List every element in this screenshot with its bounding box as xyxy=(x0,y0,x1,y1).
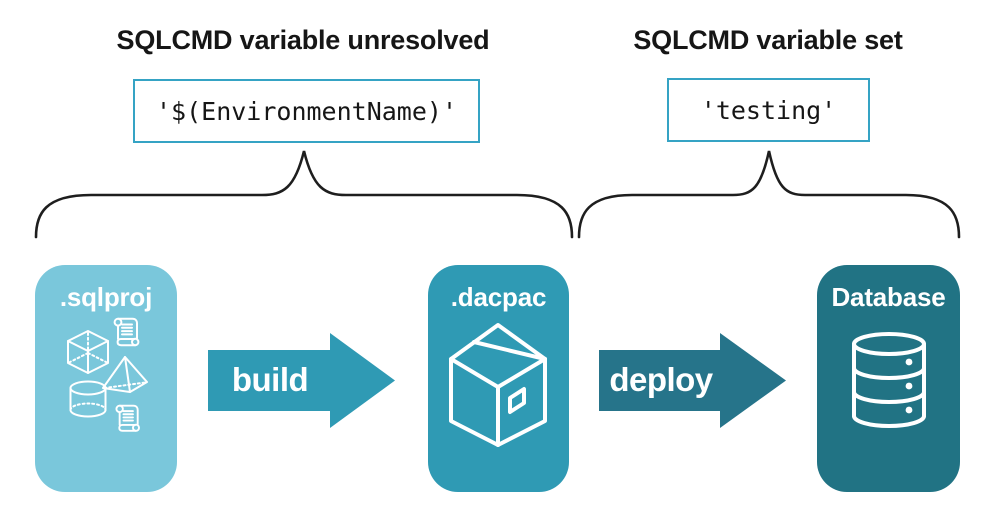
stage-database-label: Database xyxy=(831,282,946,312)
pyramid-icon xyxy=(102,356,148,393)
cylinder-icon xyxy=(69,380,107,418)
deploy-arrow-label: deploy xyxy=(609,361,713,398)
code-value-unresolved: '$(EnvironmentName)' xyxy=(155,96,458,126)
heading-sqlcmd-unresolved: SQLCMD variable unresolved xyxy=(116,25,490,55)
deploy-arrow: deploy xyxy=(599,332,787,429)
code-value-set: 'testing' xyxy=(700,95,837,125)
heading-sqlcmd-set: SQLCMD variable set xyxy=(633,25,903,55)
package-icon xyxy=(449,323,547,447)
database-icon xyxy=(852,332,926,428)
stage-dacpac: .dacpac xyxy=(428,265,569,492)
curly-brace-right xyxy=(577,150,961,239)
build-arrow-label: build xyxy=(231,361,309,398)
code-box-unresolved: '$(EnvironmentName)' xyxy=(133,79,480,143)
script-icon xyxy=(115,404,140,432)
script-icon xyxy=(113,317,140,347)
code-box-set: 'testing' xyxy=(667,78,870,142)
cube-icon xyxy=(67,330,109,374)
stage-sqlproj: .sqlproj xyxy=(35,265,177,492)
stage-database: Database xyxy=(817,265,960,492)
curly-brace-left xyxy=(34,150,574,239)
stage-sqlproj-label: .sqlproj xyxy=(59,282,153,312)
stage-dacpac-label: .dacpac xyxy=(450,282,547,312)
sql-project-objects-icon xyxy=(67,317,148,432)
build-arrow: build xyxy=(208,332,396,429)
